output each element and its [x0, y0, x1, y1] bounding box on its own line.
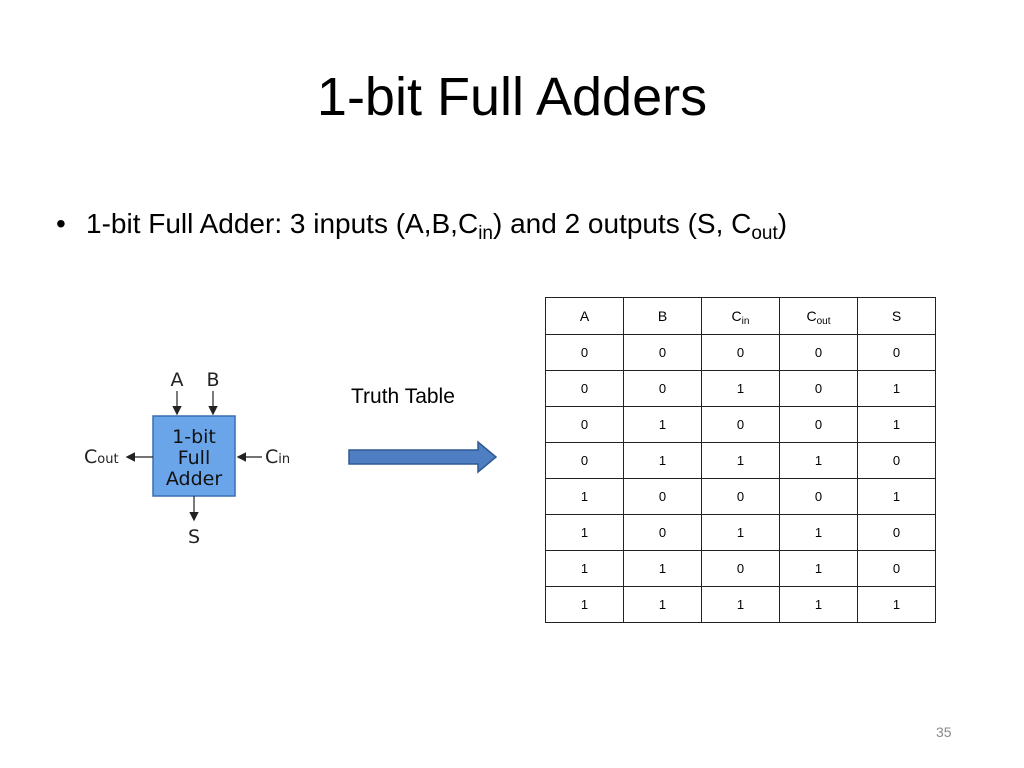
- page-number: 35: [936, 724, 952, 740]
- table-cell: 0: [623, 370, 702, 407]
- carry-in-main: C: [265, 446, 278, 468]
- table-cell: 1: [623, 406, 702, 443]
- table-cell: 1: [857, 370, 936, 407]
- table-cell: 0: [779, 478, 858, 515]
- right-arrow-shape: [348, 440, 498, 474]
- table-cell: 0: [779, 370, 858, 407]
- table-cell: 0: [623, 334, 702, 371]
- table-cell: 0: [701, 406, 780, 443]
- bullet-sub-in: in: [478, 223, 493, 244]
- right-arrow-icon: [348, 440, 498, 474]
- table-cell: 0: [623, 514, 702, 551]
- table-cell: 1: [857, 406, 936, 443]
- carry-in-sub: in: [278, 452, 290, 467]
- table-cell: 1: [779, 514, 858, 551]
- table-cell: 0: [857, 550, 936, 587]
- table-header-cell: Cout: [779, 297, 858, 335]
- carry-out-sub: out: [97, 452, 118, 467]
- table-header-cell: B: [623, 297, 702, 335]
- table-cell: 1: [701, 370, 780, 407]
- table-cell: 0: [857, 442, 936, 479]
- bullet-text-suffix: ): [777, 208, 788, 239]
- input-b-label: B: [206, 369, 219, 391]
- full-adder-diagram: 1-bit Full Adder A B Cin Cout S: [84, 369, 290, 548]
- header-main: A: [579, 308, 590, 324]
- table-cell: 0: [857, 514, 936, 551]
- header-main: S: [891, 308, 902, 324]
- table-cell: 0: [857, 334, 936, 371]
- table-cell: 1: [623, 550, 702, 587]
- table-cell: 0: [545, 442, 624, 479]
- table-cell: 1: [779, 442, 858, 479]
- header-main: C: [731, 308, 742, 324]
- table-cell: 1: [779, 550, 858, 587]
- table-cell: 1: [545, 550, 624, 587]
- table-cell: 0: [701, 334, 780, 371]
- table-cell: 0: [779, 406, 858, 443]
- bullet-sub-out: out: [751, 223, 778, 244]
- table-cell: 1: [623, 442, 702, 479]
- block-label-line2: Full: [178, 447, 211, 469]
- table-cell: 0: [545, 406, 624, 443]
- header-main: B: [657, 308, 668, 324]
- table-header-cell: A: [545, 297, 624, 335]
- header-sub: out: [816, 316, 831, 327]
- block-label-line3: Adder: [166, 468, 222, 490]
- table-cell: 0: [545, 334, 624, 371]
- table-cell: 1: [545, 514, 624, 551]
- table-cell: 1: [623, 586, 702, 623]
- carry-out-main: C: [84, 446, 97, 468]
- bullet-dot-icon: •: [56, 208, 66, 239]
- table-cell: 1: [545, 586, 624, 623]
- table-cell: 1: [779, 586, 858, 623]
- table-cell: 1: [701, 586, 780, 623]
- bullet-text-prefix: 1-bit Full Adder: 3 inputs (A,B,C: [86, 208, 479, 239]
- carry-in-label: Cin: [265, 446, 290, 468]
- input-a-label: A: [171, 369, 184, 391]
- table-cell: 0: [779, 334, 858, 371]
- adder-block: [152, 415, 236, 497]
- header-main: C: [806, 308, 817, 324]
- table-cell: 0: [701, 478, 780, 515]
- table-cell: 1: [857, 478, 936, 515]
- table-cell: 0: [623, 478, 702, 515]
- carry-out-label: Cout: [84, 446, 119, 468]
- table-cell: 1: [701, 442, 780, 479]
- table-cell: 0: [545, 370, 624, 407]
- bullet-text-middle: ) and 2 outputs (S, C: [492, 208, 752, 239]
- table-cell: 1: [545, 478, 624, 515]
- bullet-point: • 1-bit Full Adder: 3 inputs (A,B,Cin) an…: [56, 204, 787, 244]
- table-header-cell: S: [857, 297, 936, 335]
- table-cell: 0: [701, 550, 780, 587]
- table-cell: 1: [701, 514, 780, 551]
- block-label-line1: 1-bit: [172, 426, 216, 448]
- sum-output-label: S: [188, 526, 200, 548]
- slide-title: 1-bit Full Adders: [316, 67, 708, 127]
- truth-table-arrow-label: Truth Table: [351, 385, 455, 408]
- table-cell: 1: [857, 586, 936, 623]
- table-header-cell: Cin: [701, 297, 780, 335]
- header-sub: in: [741, 316, 750, 327]
